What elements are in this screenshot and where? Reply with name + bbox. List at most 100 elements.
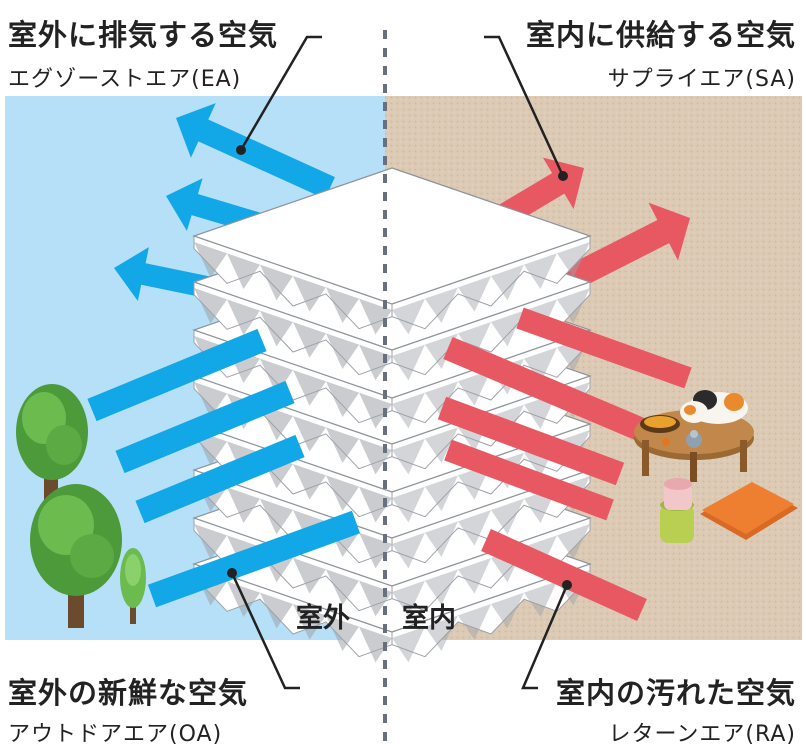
leader-line-outdoor xyxy=(230,572,300,690)
core-fin-shadow xyxy=(293,276,326,312)
core-fin-shadow xyxy=(557,288,590,324)
outdoor-air-arrow xyxy=(115,380,295,474)
outdoor-air-arrow xyxy=(147,510,361,608)
core-fin-shadow xyxy=(458,558,491,594)
thermos xyxy=(660,478,694,543)
core-fin-shadow xyxy=(194,382,227,418)
core-fin-shadow xyxy=(194,524,227,560)
outdoor-air-title: 室外の新鮮な空気 xyxy=(8,676,249,710)
core-fin-shadow xyxy=(557,242,590,278)
tree-small xyxy=(120,548,146,624)
core-fin-shadow xyxy=(227,253,260,289)
core-fin-shadow xyxy=(326,475,359,511)
core-fin-shadow xyxy=(491,264,524,301)
return-air-arrow xyxy=(443,336,647,442)
return-air-arrow xyxy=(437,396,625,486)
core-fin-shadow xyxy=(557,524,590,560)
leader-dot-exhaust xyxy=(236,145,246,155)
core-fin-shadow xyxy=(392,298,425,335)
core-fin-shadow xyxy=(293,558,326,594)
outside-zone-label: 室外 xyxy=(296,603,350,634)
core-fin-shadow xyxy=(326,381,359,417)
outdoor-air-arrow xyxy=(135,434,305,524)
core-fin-shadow xyxy=(194,242,227,278)
core-fin-shadow xyxy=(425,333,458,369)
core-fin-shadow xyxy=(392,438,425,475)
outdoor-air-arrow xyxy=(87,328,267,422)
core-fin-shadow xyxy=(458,276,491,312)
outdoor-air-subtitle: アウトドアエア(OA) xyxy=(8,722,223,747)
core-fin-shadow xyxy=(425,521,458,557)
leader-line-exhaust xyxy=(239,35,322,151)
core-fin-shadow xyxy=(326,333,359,369)
core-fin-shadow xyxy=(458,510,491,546)
core-fin-shadow xyxy=(425,569,458,605)
leader-dot-outdoor xyxy=(227,568,237,578)
core-fin-right xyxy=(391,235,591,330)
cat xyxy=(680,390,748,424)
inside-zone-label: 室内 xyxy=(402,603,456,634)
core-layer xyxy=(192,167,592,335)
core-fin-shadow xyxy=(491,498,524,535)
core-fin-shadow xyxy=(359,626,392,663)
core-fin-shadow xyxy=(524,581,557,617)
low-table xyxy=(634,410,754,482)
core-fin-shadow xyxy=(293,416,326,452)
core-fin-shadow xyxy=(260,358,293,395)
core-fin-shadow xyxy=(293,464,326,500)
core-fin-shadow xyxy=(359,486,392,523)
core-fin-shadow xyxy=(458,322,491,358)
core-fin-right xyxy=(391,563,591,658)
core-fin-shadow xyxy=(326,615,359,651)
floor-cushion xyxy=(700,482,798,540)
return-air-arrow xyxy=(516,307,692,389)
core-fin-shadow xyxy=(392,532,425,569)
core-fin-shadow xyxy=(491,310,524,347)
core-fin-shadow xyxy=(260,592,293,629)
core-fin-shadow xyxy=(392,580,425,617)
return-air-arrow xyxy=(444,439,614,521)
core-fin-shadow xyxy=(194,288,227,324)
leader-dot-supply xyxy=(558,171,568,181)
core-fin-shadow xyxy=(392,344,425,381)
core-fin-shadow xyxy=(260,264,293,301)
core-fin-shadow xyxy=(359,392,392,429)
core-fin-shadow xyxy=(326,427,359,463)
core-fin-shadow xyxy=(491,592,524,629)
tree-medium xyxy=(30,484,122,628)
core-fin-shadow xyxy=(260,310,293,347)
core-fin-shadow xyxy=(425,615,458,651)
core-fin-shadow xyxy=(524,347,557,383)
core-fin-shadow xyxy=(260,498,293,535)
core-fin-shadow xyxy=(293,370,326,406)
core-fin-shadow xyxy=(425,287,458,323)
return-air-arrow xyxy=(481,529,647,621)
core-fin-shadow xyxy=(326,569,359,605)
leader-line-supply xyxy=(484,35,565,177)
supply-air-title: 室内に供給する空気 xyxy=(525,18,796,52)
core-fin-shadow xyxy=(392,392,425,429)
return-air-title: 室内の汚れた空気 xyxy=(555,676,796,710)
core-fin-right xyxy=(391,517,591,612)
core-fin-shadow xyxy=(425,381,458,417)
core-fin-right xyxy=(391,281,591,376)
leader-dot-return xyxy=(562,580,572,590)
core-fin-shadow xyxy=(293,322,326,358)
leader-line-return xyxy=(521,584,569,690)
exhaust-arrow xyxy=(176,103,335,199)
core-fin-shadow xyxy=(458,370,491,406)
core-plate xyxy=(192,167,592,305)
core-fin-shadow xyxy=(326,287,359,323)
core-fin-shadow xyxy=(293,604,326,640)
exhaust-air-title: 室外に排気する空気 xyxy=(8,18,279,52)
core-fin-shadow xyxy=(425,475,458,511)
exhaust-air-subtitle: エグゾーストエア(EA) xyxy=(8,67,242,92)
return-air-subtitle: レターンエア(RA) xyxy=(608,722,796,747)
core-fin-shadow xyxy=(392,486,425,523)
core-fin-shadow xyxy=(524,253,557,289)
supply-arrow xyxy=(554,202,690,296)
core-fin-shadow xyxy=(425,427,458,463)
core-fin-shadow xyxy=(227,487,260,523)
